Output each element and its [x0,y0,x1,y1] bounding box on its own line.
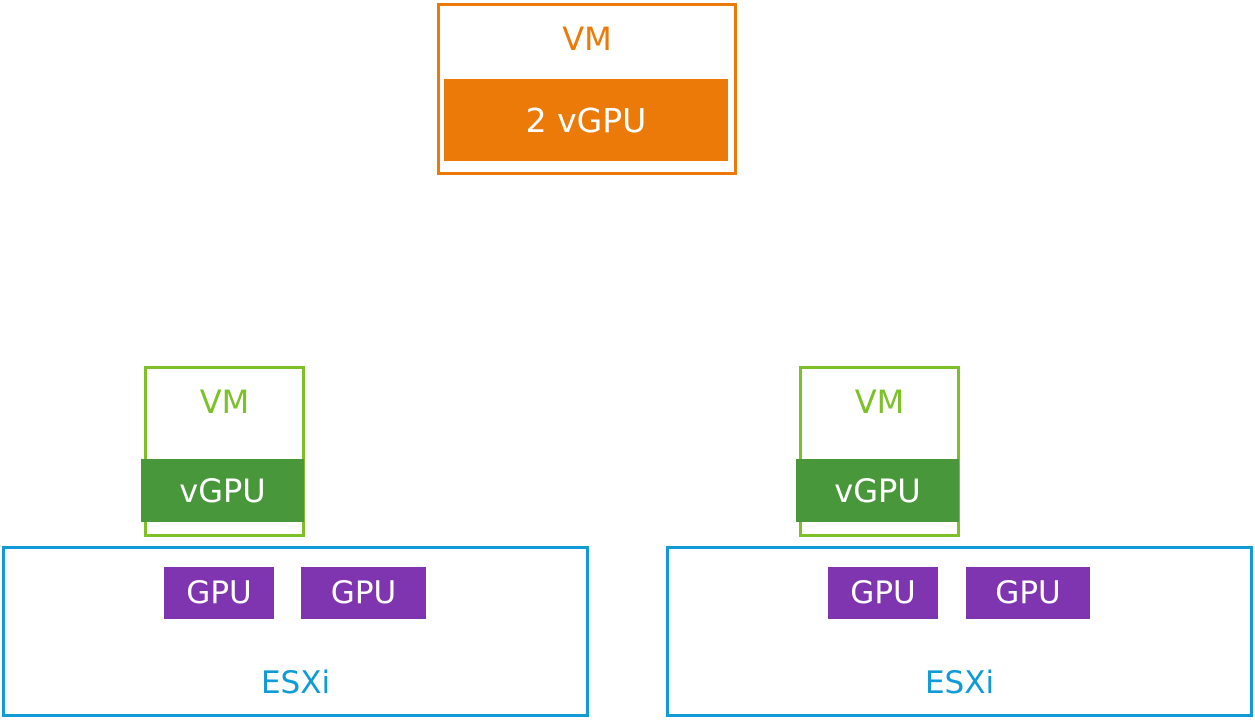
vgpu-block-right: vGPU [796,459,959,522]
gpu-block-right-1: GPU [828,567,938,619]
esxi-host-right: ESXi [666,546,1253,717]
esxi-label-right: ESXi [924,665,995,701]
esxi-host-left: ESXi [2,546,589,717]
top-vm-box: VM [437,3,737,175]
gpu-block-left-1: GPU [164,567,274,619]
top-vm-label: VM [562,20,612,58]
vm-label-right: VM [854,383,905,421]
vm-box-right: VM [799,366,960,537]
vm-label-left: VM [199,383,250,421]
vm-box-left: VM [144,366,305,537]
esxi-label-left: ESXi [260,665,331,701]
vgpu-block-left: vGPU [141,459,304,522]
gpu-block-right-2: GPU [966,567,1090,619]
gpu-block-left-2: GPU [301,567,426,619]
top-vm-vgpu-block: 2 vGPU [444,79,728,161]
